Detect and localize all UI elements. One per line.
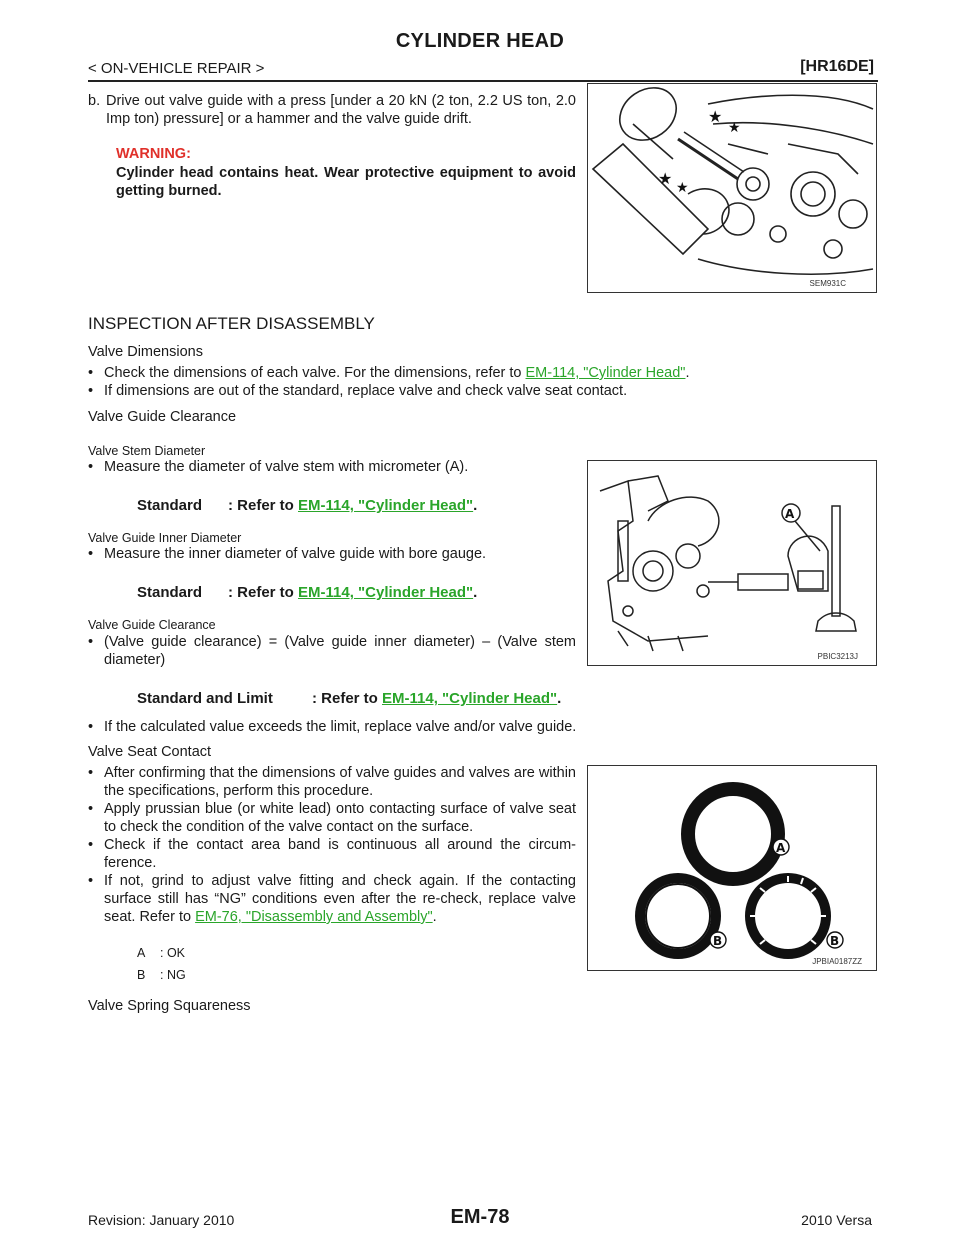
bullet-contact-band: •Check if the contact area band is conti…: [88, 837, 576, 871]
bullet-after-confirming: •After confirming that the dimensions of…: [88, 765, 576, 799]
figure-code: PBIC3213J: [817, 652, 858, 661]
figure-code: SEM931C: [809, 279, 846, 288]
standard-limit-label: Standard and Limit: [137, 690, 273, 707]
callout-b-right: B: [830, 934, 839, 948]
svg-text:★: ★: [728, 119, 741, 135]
legend-b-val: : NG: [160, 968, 186, 982]
bullet-prussian-blue: •Apply prussian blue (or white lead) ont…: [88, 801, 576, 835]
page-number: EM-78: [450, 1206, 510, 1228]
callout-a: A: [785, 507, 795, 521]
link-em114-stem[interactable]: EM-114, "Cylinder Head": [298, 497, 474, 514]
figure-seat-contact: A B B JPBIA0187ZZ: [587, 765, 877, 971]
subheading-valve-spring-squareness: Valve Spring Squareness: [88, 998, 251, 1014]
bullet-clearance-formula: •(Valve guide clearance) = (Valve guide …: [88, 634, 576, 668]
revision-date: Revision: January 2010: [88, 1212, 235, 1228]
svg-text:★: ★: [676, 179, 689, 195]
subheading-valve-guide-clearance: Valve Guide Clearance: [88, 409, 237, 425]
subheading-valve-seat-contact: Valve Seat Contact: [88, 744, 212, 760]
warning-label: WARNING:: [116, 146, 191, 162]
page-title: CYLINDER HEAD: [395, 30, 565, 52]
subheading-valve-stem-diameter: Valve Stem Diameter: [88, 444, 206, 458]
header-divider: [88, 80, 878, 82]
figure-code: JPBIA0187ZZ: [812, 957, 862, 966]
micrometer-illustration: A: [599, 475, 857, 652]
link-em114-inner[interactable]: EM-114, "Cylinder Head": [298, 584, 474, 601]
standard-stem-label: Standard: [137, 497, 203, 514]
svg-text:★: ★: [658, 171, 672, 188]
bullet-out-of-standard: •If dimensions are out of the standard, …: [88, 383, 628, 399]
figure-micrometer: A PBIC3213J: [587, 460, 877, 666]
warning-text: Cylinder head contains heat. Wear protec…: [116, 165, 576, 199]
link-em114-cylinder-head[interactable]: EM-114, "Cylinder Head": [525, 365, 686, 381]
bullet-measure-inner: •Measure the inner diameter of valve gui…: [88, 546, 487, 562]
section-heading-inspection: INSPECTION AFTER DISASSEMBLY: [88, 314, 375, 333]
ring-ng-1: [635, 873, 721, 959]
bullet-grind-adjust: • If not, grind to adjust valve fitting …: [88, 873, 576, 925]
svg-text:★: ★: [708, 109, 722, 126]
engine-model: [HR16DE]: [800, 58, 874, 75]
legend-a-val: : OK: [160, 946, 186, 960]
legend-a-key: A: [137, 946, 146, 960]
standard-inner-label: Standard: [137, 584, 203, 601]
figure-valve-guide-drift: ★ ★ ★ ★ SEM931C: [587, 83, 877, 293]
hammer-drift-illustration: ★ ★ ★ ★: [591, 87, 874, 276]
callout-a: A: [776, 841, 786, 855]
step-b-text: Drive out valve guide with a press [unde…: [106, 93, 576, 127]
standard-inner-ref: : Refer to EM-114, "Cylinder Head".: [228, 584, 478, 601]
step-marker: b.: [88, 93, 101, 109]
standard-stem-ref: : Refer to EM-114, "Cylinder Head".: [228, 497, 478, 514]
callout-b-left: B: [713, 934, 722, 948]
bullet-exceeds-limit: •If the calculated value exceeds the lim…: [88, 719, 577, 735]
legend-b-key: B: [137, 968, 146, 982]
standard-limit-ref: : Refer to EM-114, "Cylinder Head".: [312, 690, 562, 707]
seat-contact-rings: A B B: [635, 782, 844, 959]
bullet-check-dimensions: • Check the dimensions of each valve. Fo…: [88, 365, 690, 381]
subheading-valve-guide-clearance-calc: Valve Guide Clearance: [88, 618, 216, 632]
link-em76-disassembly[interactable]: EM-76, "Disassembly and Assembly": [195, 909, 433, 925]
vehicle-model: 2010 Versa: [801, 1212, 872, 1228]
bullet-measure-stem: •Measure the diameter of valve stem with…: [88, 459, 469, 475]
subheading-valve-guide-inner-diameter: Valve Guide Inner Diameter: [88, 531, 242, 545]
ring-ok: [681, 782, 785, 886]
section-breadcrumb: < ON-VEHICLE REPAIR >: [88, 60, 265, 77]
link-em114-clearance[interactable]: EM-114, "Cylinder Head": [382, 690, 558, 707]
subheading-valve-dimensions: Valve Dimensions: [88, 344, 203, 360]
